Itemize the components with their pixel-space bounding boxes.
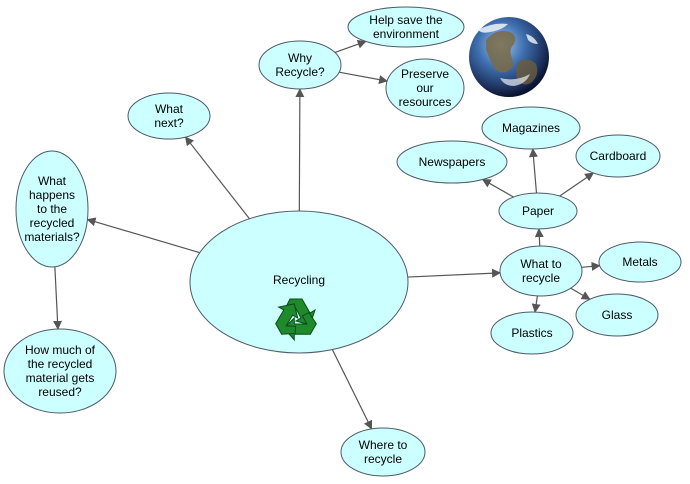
node-shape [3,328,117,414]
node-label: Why [288,51,312,65]
node-shape [340,427,426,477]
node-recycling[interactable]: Recycling [189,210,409,354]
node-shape [498,192,578,230]
node-shape [127,92,211,140]
node-label: What to [520,257,562,271]
edge-whatto-to-metals [581,261,601,271]
connections [53,39,601,430]
node-label: reused? [38,385,82,399]
recycle-symbol-icon [275,298,317,342]
node-label: recycle [522,271,560,285]
node-shape [347,6,465,48]
node-shape [575,293,659,337]
node-shape [598,241,682,283]
node-label: Paper [522,204,554,218]
edge-happens-to-howmuch [53,266,63,330]
node-shape [15,150,89,268]
node-label: Plastics [511,326,552,340]
node-label: Preserve [401,67,449,81]
node-label: Cardboard [590,149,647,163]
node-label: materials? [24,230,80,244]
node-shape [575,134,661,178]
node-label: Glass [602,308,633,322]
node-label: material gets [26,371,95,385]
node-label: Newspapers [419,155,486,169]
node-label: Magazines [502,121,560,135]
edge-paper-to-newspapers [481,178,514,198]
earth-globe-image [469,17,549,97]
edge-recycling-to-whatnext [184,136,250,220]
node-glass[interactable]: Glass [575,293,659,337]
node-cardboard[interactable]: Cardboard [575,134,661,178]
node-label: How much of [25,343,96,357]
node-label: Where to [359,438,408,452]
edge-recycling-to-whatto [407,268,502,278]
node-shape [385,58,465,118]
node-label: Recycling [273,273,325,287]
edge-whatto-to-glass [570,287,591,300]
edge-paper-to-magazines [528,148,538,194]
node-label: Metals [622,255,657,269]
node-label: the recycled [28,357,93,371]
node-label: to the [37,202,67,216]
node-label: Recycle? [275,65,325,79]
edge-recycling-to-happens [86,217,200,254]
node-shape [396,140,508,184]
node-label: What [155,102,184,116]
edge-whatto-to-paper [534,228,544,247]
node-plastics[interactable]: Plastics [490,311,574,355]
node-label: recycled [30,216,75,230]
node-label: our [416,81,433,95]
node-metals[interactable]: Metals [598,241,682,283]
edge-why-to-preserve [339,71,389,84]
node-label: happens [29,188,75,202]
node-shape [481,106,581,150]
node-label: next? [154,116,184,130]
node-label: What [38,174,67,188]
node-label: recycle [364,452,402,466]
edge-why-to-help [334,39,367,54]
edge-whatto-to-plastics [531,295,541,313]
node-label: Help save the [369,13,443,27]
node-newspapers[interactable]: Newspapers [396,140,508,184]
node-paper[interactable]: Paper [498,192,578,230]
node-label: resources [399,95,452,109]
edge-recycling-to-why [295,88,305,212]
node-shape [490,311,574,355]
node-magazines[interactable]: Magazines [481,106,581,150]
node-label: environment [373,27,440,41]
edge-paper-to-cardboard [559,172,595,197]
edge-recycling-to-where [331,349,373,430]
node-shape [189,210,409,354]
node-shape [499,245,583,297]
node-shape [258,40,342,90]
